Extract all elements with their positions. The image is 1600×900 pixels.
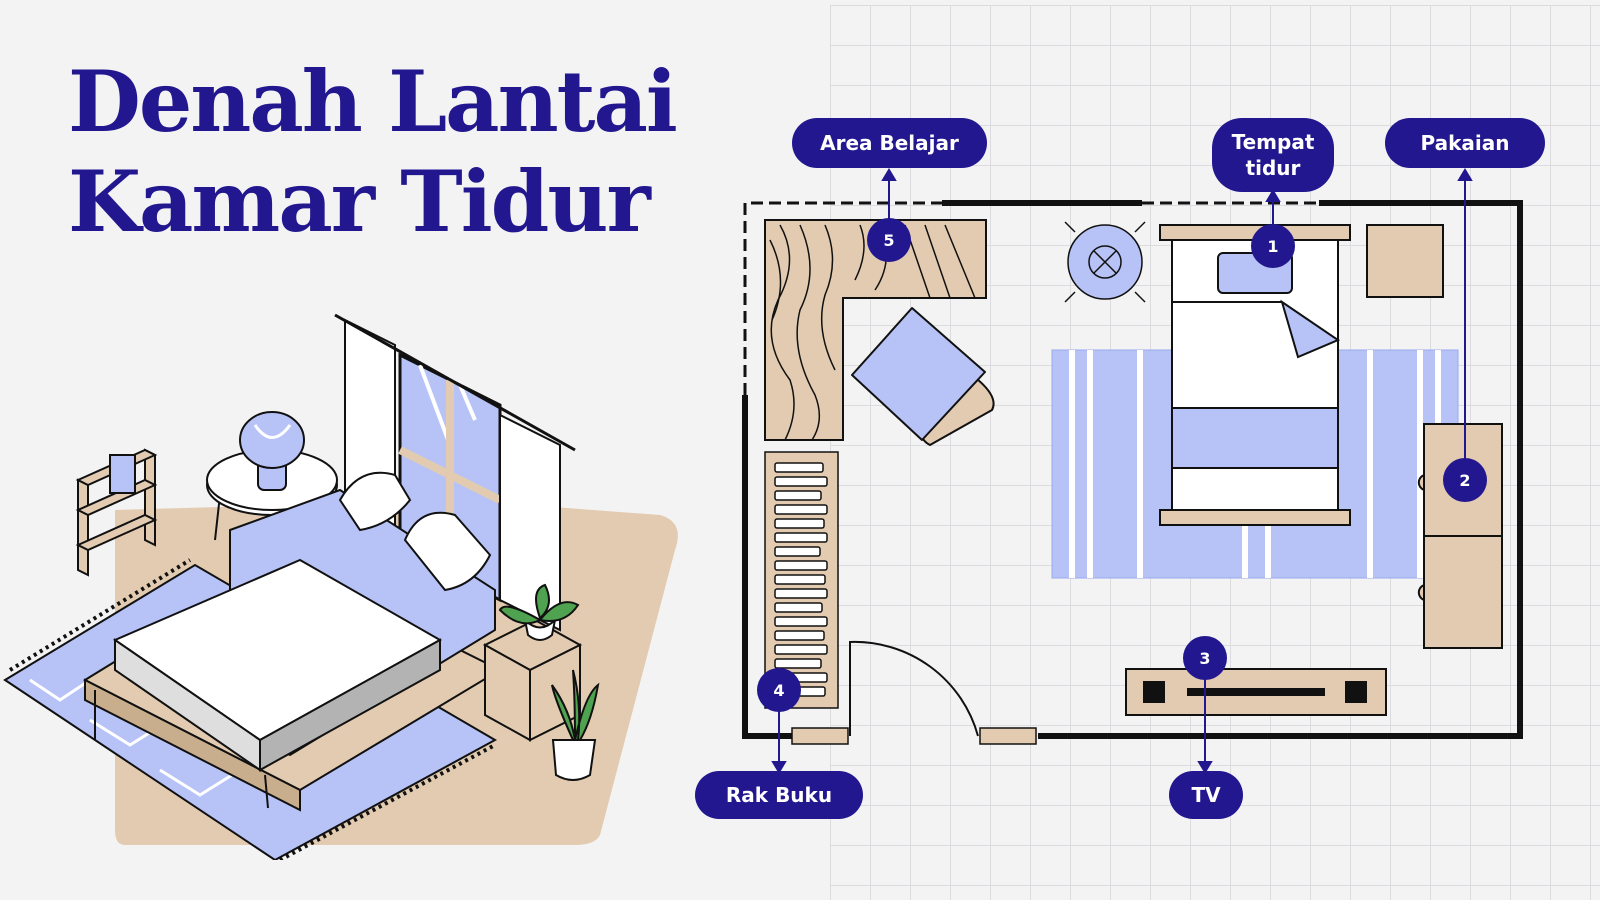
label-study-area: Area Belajar <box>792 118 987 168</box>
page-title: Denah Lantai Kamar Tidur <box>68 52 678 252</box>
marker-clothes: 2 <box>1443 458 1487 502</box>
marker-bookshelf: 4 <box>757 668 801 712</box>
door-frame-left <box>791 727 849 745</box>
label-tv: TV <box>1169 771 1243 819</box>
desk-chair <box>851 307 995 447</box>
study-desk <box>764 219 987 441</box>
label-bookshelf: Rak Buku <box>695 771 863 819</box>
label-bed: Tempat tidur <box>1212 118 1334 192</box>
floor-plan-bed <box>1159 224 1351 526</box>
walls <box>742 200 1523 739</box>
potted-plant-on-nightstand <box>498 583 580 641</box>
nightstand-top <box>1366 224 1444 298</box>
small-bookshelf <box>75 448 158 577</box>
label-bed-line-1: Tempat <box>1231 130 1315 154</box>
marker-bed: 1 <box>1251 224 1295 268</box>
table-lamp <box>239 411 305 491</box>
floor-plan-bookshelf <box>764 451 839 709</box>
marker-tv: 3 <box>1183 636 1227 680</box>
floor-plant <box>551 669 600 781</box>
title-line-1: Denah Lantai <box>68 52 678 151</box>
label-bed-line-2: tidur <box>1245 156 1301 180</box>
bed <box>82 471 503 812</box>
title-line-2: Kamar Tidur <box>68 152 651 251</box>
label-clothes: Pakaian <box>1385 118 1545 168</box>
round-lamp <box>1064 221 1146 303</box>
marker-study-area: 5 <box>867 218 911 262</box>
tv-stand <box>1125 668 1387 716</box>
label-connectors <box>771 168 1473 774</box>
isometric-bedroom-illustration <box>3 313 678 860</box>
door-frame-right <box>979 727 1037 745</box>
